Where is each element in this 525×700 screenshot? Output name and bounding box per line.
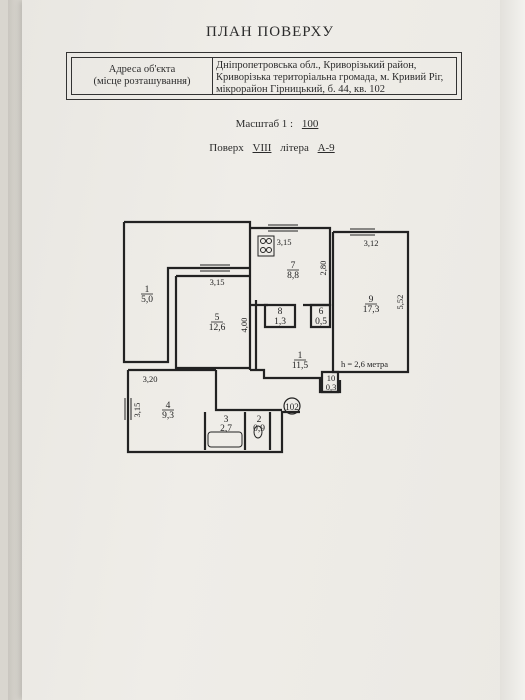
scale-label: Масштаб 1 :	[235, 118, 294, 130]
address-value: Дніпропетровська обл., Криворізький райо…	[213, 58, 456, 95]
dimension-label: 2,80	[318, 261, 328, 276]
label-underlines	[141, 269, 377, 411]
dimension-label: 3,15	[210, 277, 225, 287]
room-number: 4	[166, 401, 171, 411]
letter-value: А-9	[317, 142, 335, 154]
dimension-label: 4,00	[239, 318, 249, 333]
room-area: 0,5	[315, 317, 327, 327]
document-page	[22, 0, 522, 700]
room-number: 1	[145, 285, 150, 295]
room-area: 1,3	[274, 317, 286, 327]
room-number: 7	[291, 261, 296, 271]
room-number: 10	[327, 373, 336, 383]
room-area: 12,6	[209, 323, 226, 333]
room-area: 2,7	[220, 424, 232, 434]
stove-icon	[257, 235, 275, 257]
ceiling-height: h = 2,6 метра	[341, 359, 388, 369]
room-number: 6	[319, 307, 324, 317]
address-label-line: Адреса об'єкта	[108, 64, 176, 75]
room-area: 11,5	[292, 361, 309, 371]
plan-windows	[124, 224, 375, 420]
dimension-label: 3,15	[132, 403, 142, 418]
room-area: 9,3	[162, 411, 174, 421]
room-area: 17,3	[363, 305, 380, 315]
address-value-line: Криворізька територіальна громада, м. Кр…	[216, 72, 444, 83]
scale-line: Масштаб 1 : 100	[200, 118, 360, 130]
room-number: 1	[298, 351, 303, 361]
address-value-line: мікрорайон Гірницький, б. 44, кв. 102	[216, 84, 386, 95]
room-area: 0,9	[253, 424, 265, 434]
floor-line: Поверх VIII літера А-9	[175, 142, 375, 154]
letter-label: літера	[280, 142, 309, 154]
dimension-label: 5,52	[395, 295, 405, 310]
address-label: Адреса об'єкта (місце розташування)	[72, 58, 213, 94]
bathtub-icon	[207, 431, 243, 448]
room-number: 5	[215, 313, 220, 323]
floor-label: Поверх	[209, 142, 244, 154]
dimension-label: 3,12	[364, 238, 379, 248]
toilet-icon	[253, 425, 263, 439]
room-labels: 1 5,0 5 12,6 7 8,8 9 17,3 8 1,3 6 0,5 1 …	[141, 261, 380, 434]
room-number: 3	[224, 415, 229, 425]
scale-value: 100	[301, 118, 319, 130]
address-table: Адреса об'єкта (місце розташування) Дніп…	[66, 52, 462, 100]
page-edge	[8, 0, 22, 700]
address-label-line: (місце розташування)	[93, 76, 191, 87]
room-number: 9	[369, 295, 374, 305]
apartment-number: 102	[285, 402, 299, 412]
dimension-label: 3,15	[277, 237, 292, 247]
room-area: 5,0	[141, 295, 153, 305]
apartment-marker	[283, 397, 301, 415]
room-area: 8,8	[287, 271, 299, 281]
dimension-label: 3,20	[143, 374, 158, 384]
dimensions: 3,15 3,12 3,15 2,80 5,52 4,00 3,20 3,15	[132, 237, 405, 417]
room-number: 2	[257, 415, 262, 425]
room-area: 0,3	[326, 382, 337, 392]
page-title: ПЛАН ПОВЕРХУ	[206, 24, 334, 40]
room-number: 8	[278, 307, 283, 317]
plan-walls	[122, 220, 410, 454]
page-fold	[500, 0, 525, 700]
floor-value: VIII	[252, 142, 272, 154]
address-value-line: Дніпропетровська обл., Криворізький райо…	[216, 60, 417, 71]
